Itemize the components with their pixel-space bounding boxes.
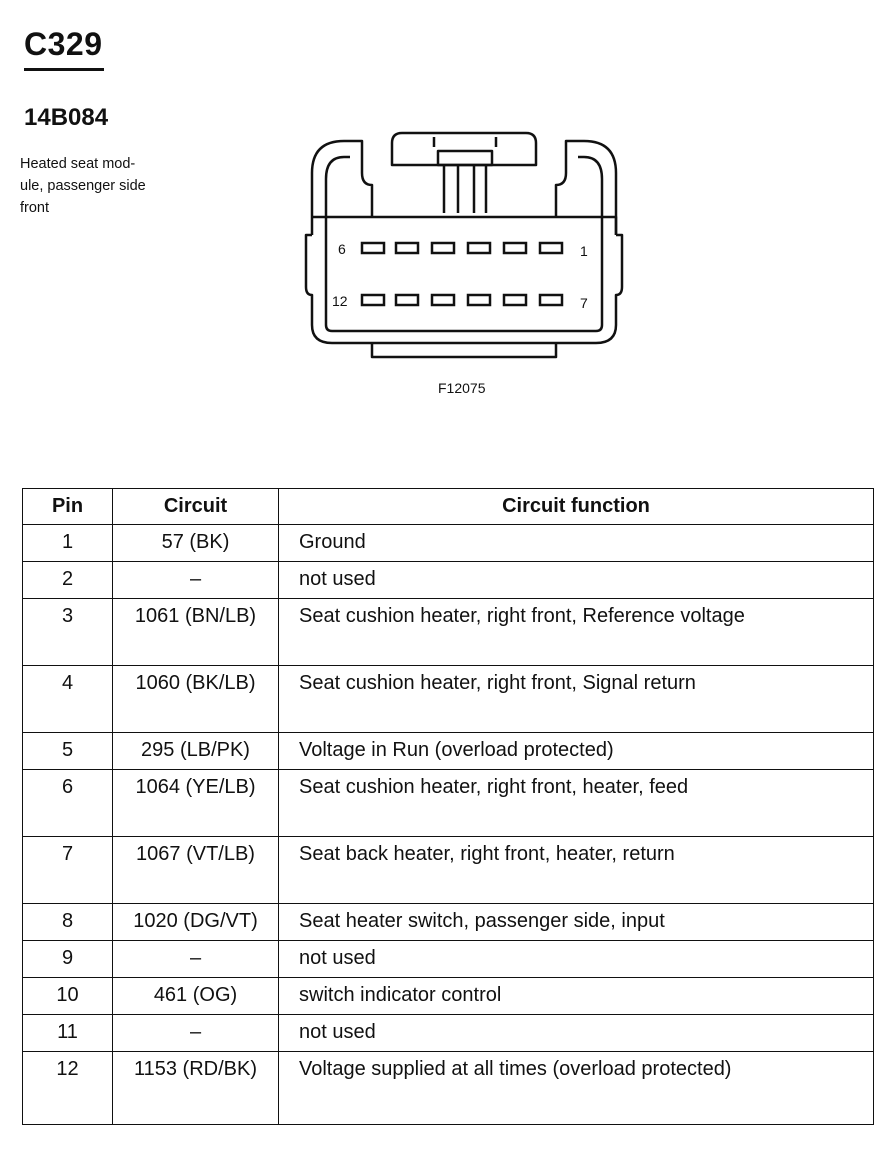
circuit-cell: 1020 (DG/VT) bbox=[112, 903, 279, 941]
circuit-cell: 1067 (VT/LB) bbox=[112, 836, 279, 904]
figure-id: F12075 bbox=[438, 380, 486, 396]
pin-cell: 8 bbox=[22, 903, 113, 941]
header-circuit: Circuit bbox=[112, 488, 279, 525]
table-row: 11 – not used bbox=[22, 1014, 874, 1052]
pin-cell: 11 bbox=[22, 1014, 113, 1052]
table-row: 4 1060 (BK/LB) Seat cushion heater, righ… bbox=[22, 665, 874, 733]
pin-cell: 1 bbox=[22, 524, 113, 562]
function-cell: Seat cushion heater, right front, heater… bbox=[278, 769, 874, 837]
table-row: 1 57 (BK) Ground bbox=[22, 524, 874, 562]
pin-cell: 3 bbox=[22, 598, 113, 666]
table-row: 7 1067 (VT/LB) Seat back heater, right f… bbox=[22, 836, 874, 904]
component-description: Heated seat mod- ule, passenger side fro… bbox=[20, 156, 146, 216]
header-circuit-function: Circuit function bbox=[278, 488, 874, 525]
function-cell: Voltage supplied at all times (overload … bbox=[278, 1051, 874, 1125]
circuit-cell: 1060 (BK/LB) bbox=[112, 665, 279, 733]
circuit-cell: – bbox=[112, 1014, 279, 1052]
pin-label-top-left: 6 bbox=[338, 241, 346, 257]
pin-label-bottom-right: 7 bbox=[580, 295, 588, 311]
connector-face-diagram: 6 1 12 7 bbox=[304, 131, 624, 359]
function-cell: not used bbox=[278, 940, 874, 978]
connector-id: C329 bbox=[24, 26, 103, 62]
pin-cell: 10 bbox=[22, 977, 113, 1015]
header-pin: Pin bbox=[22, 488, 113, 525]
function-cell: Seat back heater, right front, heater, r… bbox=[278, 836, 874, 904]
pinout-table: Pin Circuit Circuit function 1 57 (BK) G… bbox=[22, 488, 874, 1125]
connector-id-underline bbox=[24, 68, 104, 71]
function-cell: switch indicator control bbox=[278, 977, 874, 1015]
function-cell: Voltage in Run (overload protected) bbox=[278, 732, 874, 770]
function-cell: not used bbox=[278, 1014, 874, 1052]
table-row: 12 1153 (RD/BK) Voltage supplied at all … bbox=[22, 1051, 874, 1125]
pin-cell: 7 bbox=[22, 836, 113, 904]
table-row: 9 – not used bbox=[22, 940, 874, 978]
function-cell: not used bbox=[278, 561, 874, 599]
table-row: 5 295 (LB/PK) Voltage in Run (overload p… bbox=[22, 732, 874, 770]
pin-cell: 2 bbox=[22, 561, 113, 599]
circuit-cell: 1153 (RD/BK) bbox=[112, 1051, 279, 1125]
table-row: 8 1020 (DG/VT) Seat heater switch, passe… bbox=[22, 903, 874, 941]
circuit-cell: 57 (BK) bbox=[112, 524, 279, 562]
pin-cell: 4 bbox=[22, 665, 113, 733]
table-row: 10 461 (OG) switch indicator control bbox=[22, 977, 874, 1015]
circuit-cell: 1061 (BN/LB) bbox=[112, 598, 279, 666]
pin-cell: 9 bbox=[22, 940, 113, 978]
part-number: 14B084 bbox=[24, 104, 109, 131]
table-header-row: Pin Circuit Circuit function bbox=[22, 488, 874, 525]
pin-cell: 5 bbox=[22, 732, 113, 770]
table-row: 6 1064 (YE/LB) Seat cushion heater, righ… bbox=[22, 769, 874, 837]
table-row: 3 1061 (BN/LB) Seat cushion heater, righ… bbox=[22, 598, 874, 666]
pin-cell: 6 bbox=[22, 769, 113, 837]
pin-cell: 12 bbox=[22, 1051, 113, 1125]
table-row: 2 – not used bbox=[22, 561, 874, 599]
function-cell: Ground bbox=[278, 524, 874, 562]
function-cell: Seat heater switch, passenger side, inpu… bbox=[278, 903, 874, 941]
circuit-cell: – bbox=[112, 940, 279, 978]
pin-label-bottom-left: 12 bbox=[332, 293, 348, 309]
circuit-cell: – bbox=[112, 561, 279, 599]
circuit-cell: 461 (OG) bbox=[112, 977, 279, 1015]
function-cell: Seat cushion heater, right front, Signal… bbox=[278, 665, 874, 733]
circuit-cell: 295 (LB/PK) bbox=[112, 732, 279, 770]
pin-label-top-right: 1 bbox=[580, 243, 588, 259]
function-cell: Seat cushion heater, right front, Refere… bbox=[278, 598, 874, 666]
circuit-cell: 1064 (YE/LB) bbox=[112, 769, 279, 837]
